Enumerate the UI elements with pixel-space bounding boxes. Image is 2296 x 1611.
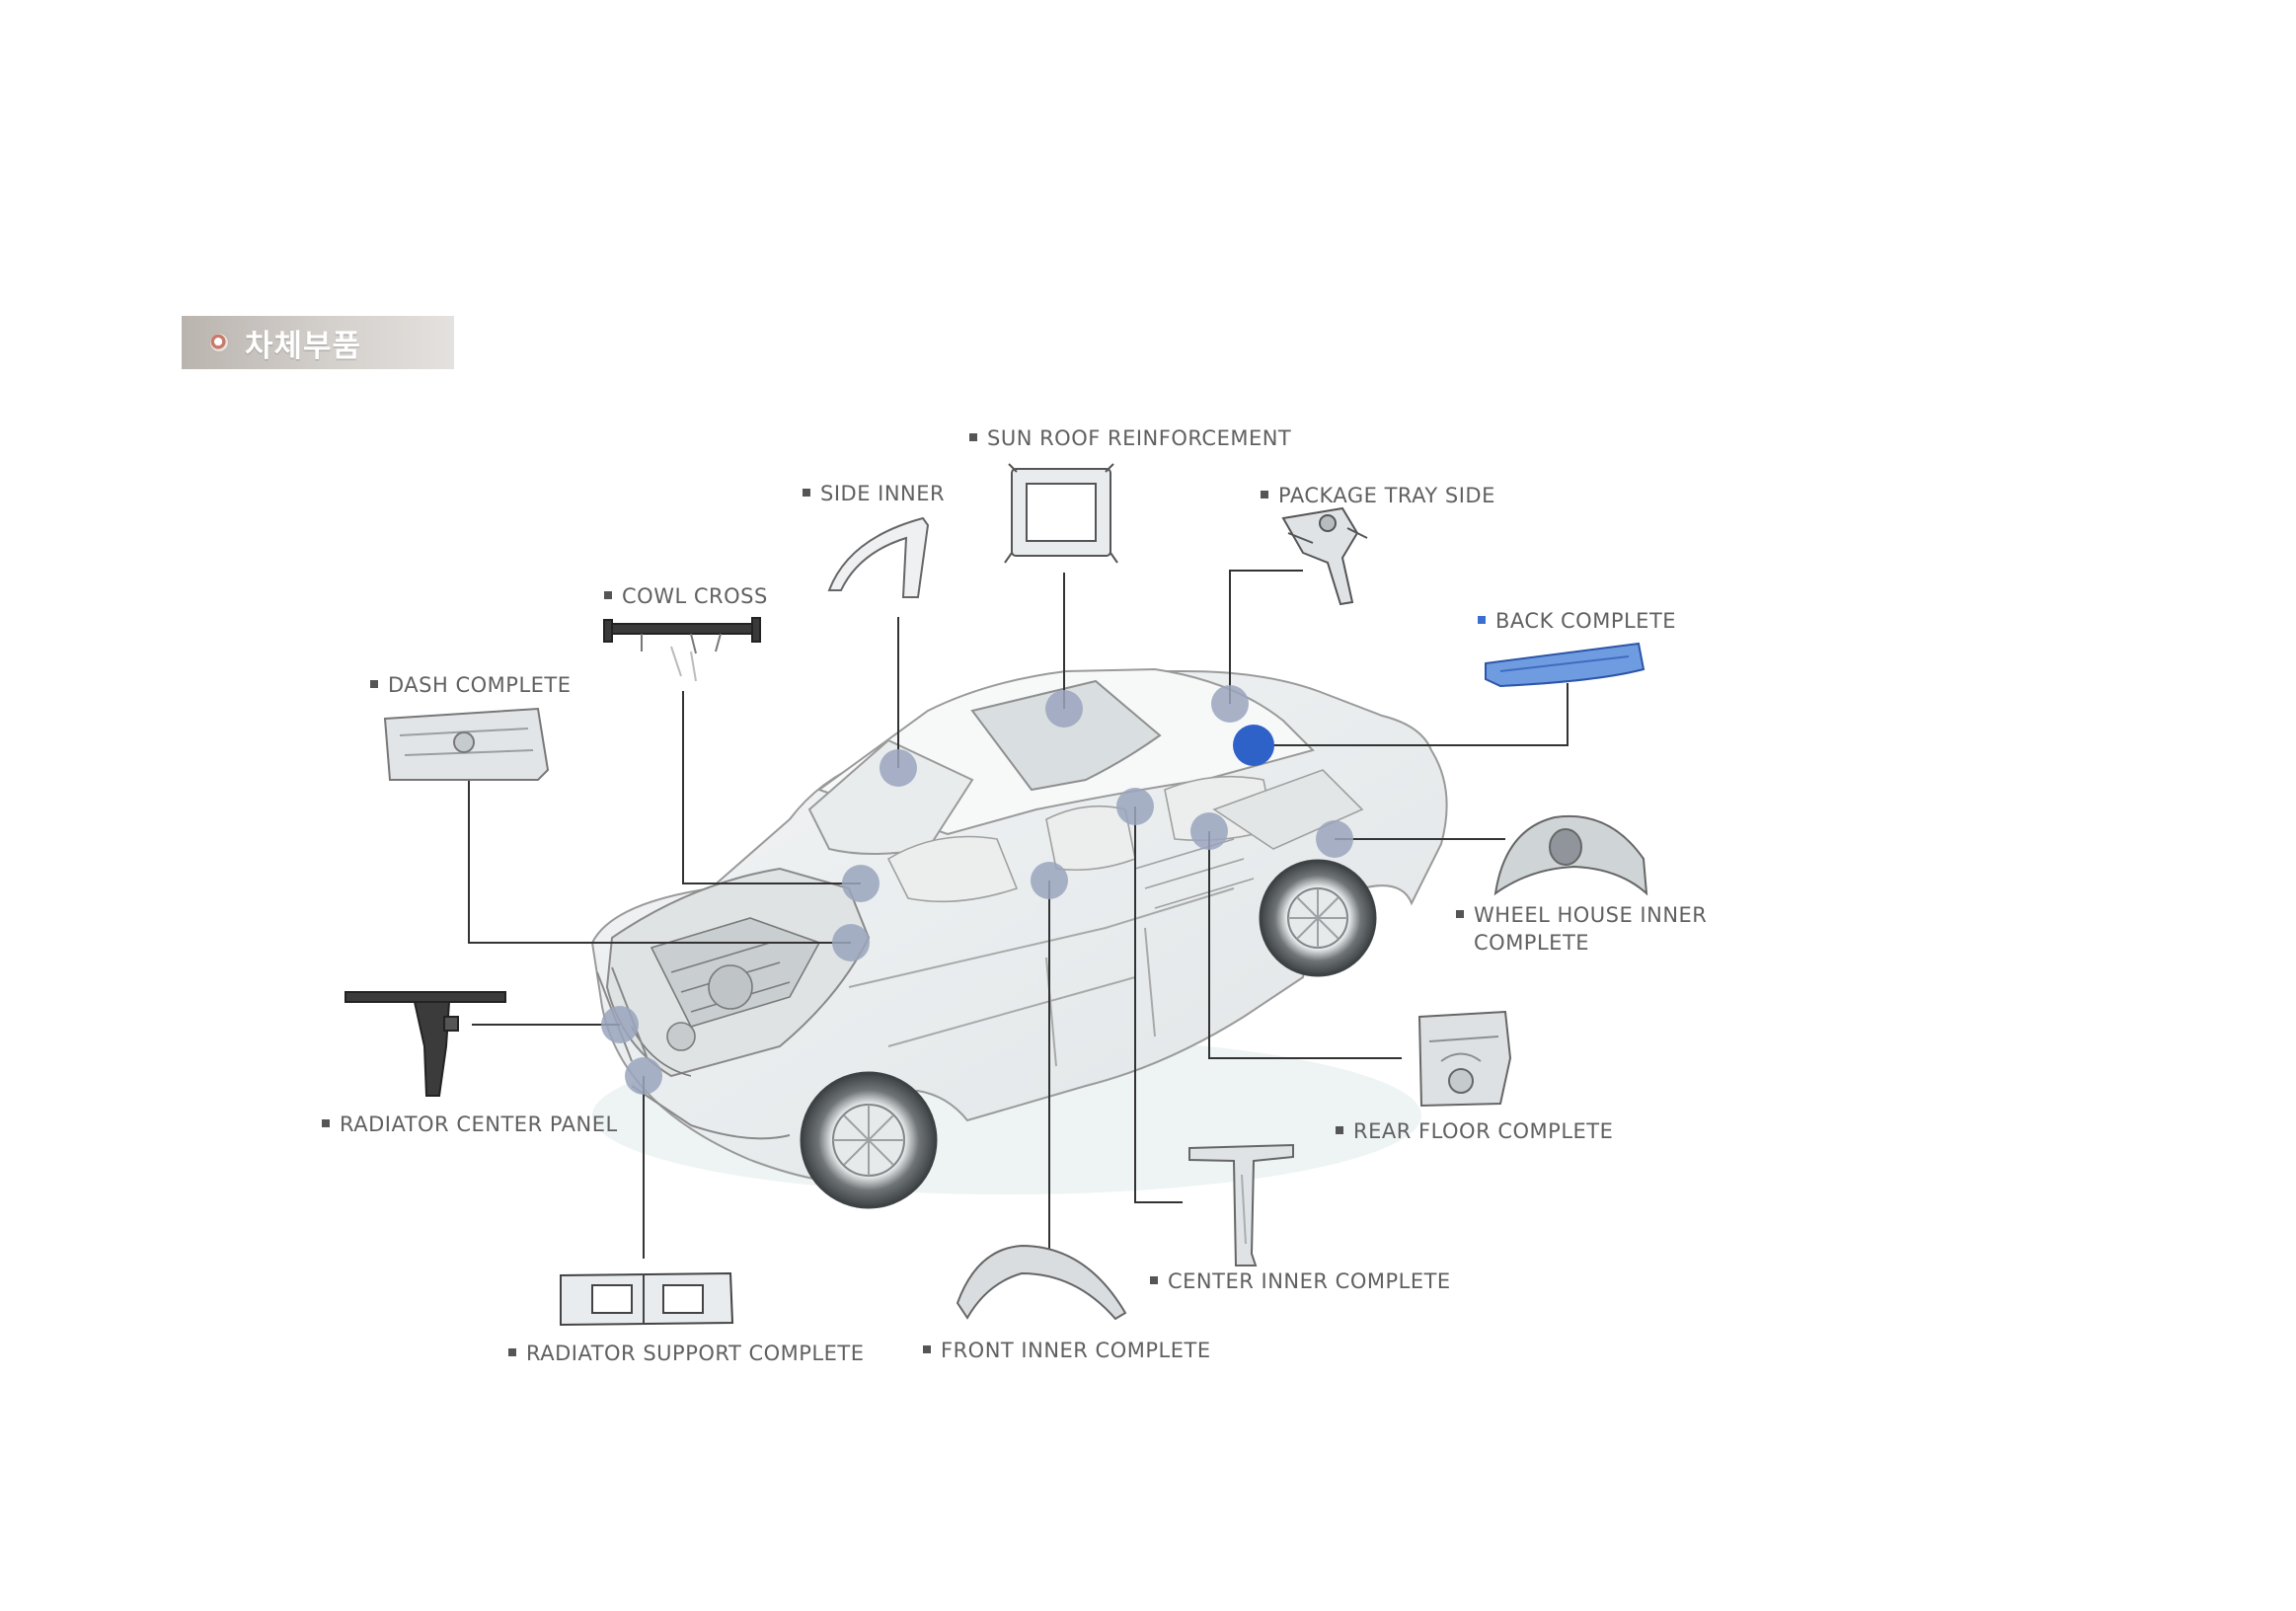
bullet-square-icon bbox=[1150, 1276, 1158, 1284]
rear-floor-complete-image bbox=[1417, 1010, 1512, 1108]
leader-rear-floor bbox=[1208, 831, 1402, 1059]
bullet-square-icon bbox=[803, 489, 810, 497]
bullet-square-icon bbox=[322, 1119, 330, 1127]
part-markers bbox=[601, 685, 1353, 1095]
label-sun-roof-reinforcement: SUN ROOF REINFORCEMENT bbox=[969, 424, 1291, 452]
section-header: 차체부품 bbox=[182, 316, 454, 369]
leader-dash bbox=[468, 778, 851, 944]
label-wheel-house-inner-complete: WHEEL HOUSE INNER COMPLETE bbox=[1456, 901, 1707, 957]
sun-roof-reinforcement-image bbox=[1004, 463, 1118, 564]
marker-wheel-house bbox=[1316, 820, 1353, 858]
bullet-square-icon bbox=[1336, 1126, 1343, 1134]
bullet-square-icon bbox=[604, 591, 612, 599]
package-tray-side-image bbox=[1281, 506, 1368, 606]
label-cowl-cross: COWL CROSS bbox=[604, 582, 768, 610]
marker-back bbox=[1233, 725, 1274, 766]
side-inner-image bbox=[827, 516, 930, 598]
leader-package-tray bbox=[1229, 570, 1303, 704]
leader-cowl-cross bbox=[682, 691, 861, 884]
wheel-house-inner-image bbox=[1493, 815, 1648, 896]
marker-sun-roof bbox=[1045, 690, 1083, 728]
dash-complete-image bbox=[383, 707, 550, 781]
bullet-square-icon bbox=[969, 433, 977, 441]
marker-rear-floor bbox=[1190, 812, 1228, 850]
back-complete-image bbox=[1485, 642, 1645, 688]
sunroof bbox=[970, 679, 1162, 792]
interior-detail bbox=[886, 769, 1364, 909]
leader-center-inner bbox=[1134, 806, 1183, 1203]
marker-center-inner bbox=[1116, 788, 1154, 825]
bullet-square-icon bbox=[1456, 910, 1464, 918]
bullet-square-icon bbox=[508, 1348, 516, 1356]
radiator-support-complete-image bbox=[560, 1271, 734, 1327]
front-wheel bbox=[800, 1071, 938, 1209]
marker-front-inner bbox=[1031, 862, 1068, 899]
label-front-inner-complete: FRONT INNER COMPLETE bbox=[923, 1337, 1211, 1364]
bullet-icon bbox=[209, 333, 229, 352]
label-back-complete: BACK COMPLETE bbox=[1478, 607, 1676, 635]
label-package-tray-side: PACKAGE TRAY SIDE bbox=[1261, 482, 1495, 509]
front-inner-complete-image bbox=[956, 1244, 1127, 1321]
label-side-inner: SIDE INNER bbox=[803, 480, 945, 507]
bullet-square-icon bbox=[1478, 616, 1486, 624]
bullet-square-icon bbox=[1261, 491, 1268, 499]
marker-cowl-cross bbox=[842, 865, 880, 902]
center-inner-complete-image bbox=[1188, 1143, 1294, 1266]
radiator-center-panel-image bbox=[344, 991, 506, 1097]
marker-side-inner bbox=[880, 749, 917, 787]
windshield bbox=[807, 738, 974, 855]
bullet-square-icon bbox=[923, 1345, 931, 1353]
leader-lines bbox=[468, 570, 1569, 1273]
label-dash-complete: DASH COMPLETE bbox=[370, 671, 572, 699]
section-title: 차체부품 bbox=[245, 328, 362, 364]
label-center-inner-complete: CENTER INNER COMPLETE bbox=[1150, 1267, 1451, 1295]
door-lines bbox=[848, 887, 1235, 1067]
leader-back bbox=[1254, 683, 1569, 746]
label-rear-floor-complete: REAR FLOOR COMPLETE bbox=[1336, 1117, 1613, 1145]
engine-detail bbox=[631, 917, 821, 1077]
marker-radiator-center bbox=[601, 1006, 639, 1043]
marker-radiator-support bbox=[625, 1057, 662, 1095]
marker-dash bbox=[832, 924, 870, 961]
car-illustration bbox=[590, 667, 1448, 1209]
marker-package-tray bbox=[1211, 685, 1249, 723]
label-radiator-center-panel: RADIATOR CENTER PANEL bbox=[322, 1111, 618, 1138]
bullet-square-icon bbox=[370, 680, 378, 688]
cowl-cross-image bbox=[603, 617, 761, 682]
rear-wheel bbox=[1259, 859, 1377, 977]
part-thumbnails bbox=[344, 463, 1648, 1327]
label-radiator-support-complete: RADIATOR SUPPORT COMPLETE bbox=[508, 1340, 865, 1367]
